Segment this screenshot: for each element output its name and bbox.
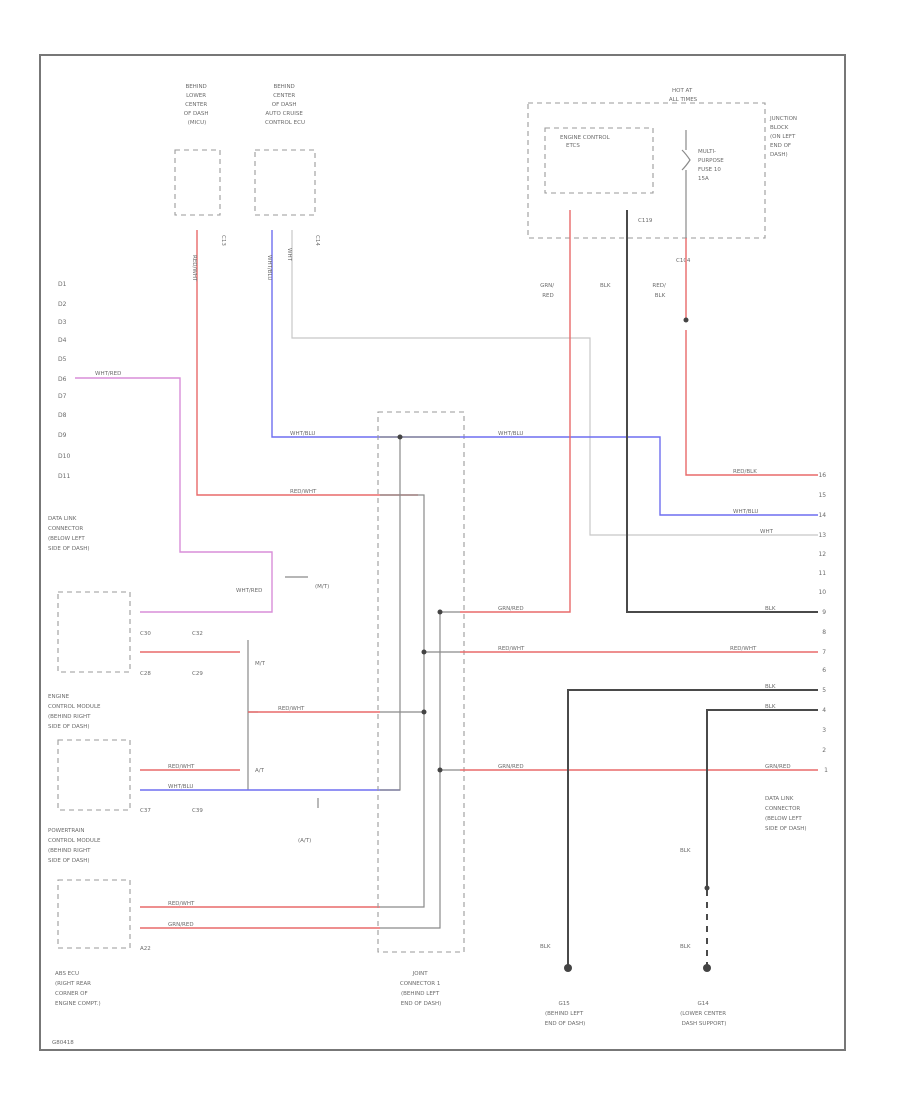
splice-fuse [683,317,689,323]
fuse-symbol [681,130,691,238]
conn-c39-label: C39 [192,808,203,814]
wire-label-wht-blu-pcm: WHT/BLU [168,784,193,790]
relay-box-text: ENGINE CONTROL ETCS [560,135,611,149]
wire-label-grn-red-2: GRN/RED [498,606,524,612]
junction-block-label: JUNCTION BLOCK (ON LEFT END OF DASH) [769,116,799,158]
at-label: A/T [255,768,265,774]
wire-label-red-blk-2: RED/BLK [733,469,757,475]
cruise-ecu-label: BEHIND CENTER OF DASH AUTO CRUISE CONTRO… [265,84,305,126]
ground-g15 [564,964,572,972]
abs-label: ABS ECU (RIGHT REAR CORNER OF ENGINE COM… [55,971,101,1007]
joint-bus-3 [380,651,460,713]
wire-label-grn-red-3: GRN/RED [498,764,524,770]
wire-blk-g15 [567,689,818,968]
joint-bus-2 [380,494,425,908]
wire-label-red-blk-1: RED/ BLK [652,283,667,299]
splice-g14 [704,885,710,891]
conn-c29-label: C29 [192,671,203,677]
wire-label-blk-4: BLK [540,944,551,950]
mt-label: M/T [255,661,266,667]
dlc-left-pins: D1 D2 D3 D4 D5 D6 D7 D8 D9 D10 D11 [58,281,72,480]
wire-wht-blu-right [460,436,818,516]
ecm-label: ENGINE CONTROL MODULE (BEHIND RIGHT SIDE… [48,694,102,730]
wire-label-red-wht-pcm: RED/WHT [168,764,195,770]
conn-c28-label: C28 [140,671,151,677]
wire-label-red-wht-abs: RED/WHT [168,901,195,907]
wire-label-red-wht-2: RED/WHT [290,489,317,495]
wire-blk-g14 [706,709,818,890]
dlc-left-label: DATA LINK CONNECTOR (BELOW LEFT SIDE OF … [48,516,90,552]
conn-c30-label: C30 [140,631,151,637]
wire-blk-fuse [626,210,818,613]
wire-label-wht-blu-4: WHT/BLU [733,509,758,515]
wire-label-blk-6: BLK [680,848,691,854]
ground2-label: G14 (LOWER CENTER DASH SUPPORT) [680,1001,728,1027]
wire-label-wht-right: WHT [760,529,774,535]
splice-3 [421,709,427,715]
conn-c32-label: C32 [192,631,203,637]
splice-1 [397,434,403,440]
dlc-right-label: DATA LINK CONNECTOR (BELOW LEFT SIDE OF … [765,796,807,832]
wire-label-wht-blu-2: WHT/BLU [290,431,315,437]
wire-label-red-wht-1: RED/WHT [191,255,197,282]
wire-label-red-wht-4: RED/WHT [730,646,757,652]
wire-label-blk-3: BLK [765,684,776,690]
wire-label-blk-5: BLK [765,704,776,710]
footer-code: G80418 [52,1040,74,1046]
diagram-frame [39,54,846,1051]
abs-box [57,879,131,949]
splice-4 [437,609,443,615]
micu-label: BEHIND LOWER CENTER OF DASH (MICU) [184,84,211,126]
wire-label-red-wht-ecm: RED/WHT [278,706,305,712]
joint-bus-1 [380,437,401,791]
wire-label-wht-red-1: WHT/RED [95,371,121,377]
wire-label-grn-red-4: GRN/RED [765,764,791,770]
dlc-right-pins: 16 15 14 13 12 11 10 9 8 7 6 5 4 3 2 1 [818,472,828,774]
wire-wht-cruise [291,230,818,536]
hot-at-label: HOT AT ALL TIMES [669,88,698,103]
at-paren-label: (A/T) [298,838,311,844]
wire-label-grn-red-abs: GRN/RED [168,922,194,928]
wire-label-wht-red-2: WHT/RED [236,588,262,594]
splice-2 [421,649,427,655]
conn-c119-label: C119 [638,218,653,224]
ground1-label: G15 (BEHIND LEFT END OF DASH) [545,1001,586,1027]
wire-label-wht-blu-1: WHT/BLU [266,255,272,280]
engine-control-relay-box [544,127,654,194]
wire-label-grn-red-top: GRN/ RED [540,283,556,299]
ecm-box [57,591,131,673]
conn-c13a-label: C13 [220,235,226,246]
wire-label-wht-blu-3: WHT/BLU [498,431,523,437]
joint-connector-box [377,411,465,953]
wire-label-red-wht-3: RED/WHT [498,646,525,652]
micu-box [174,149,221,216]
wire-wht-blu-cruise [271,230,460,438]
wire-grn-red-top [460,210,571,613]
fuse-label: MULTI- PURPOSE FUSE 10 15A [698,149,726,182]
junction-block-box [527,102,766,239]
conn-a22-label: A22 [140,946,151,952]
splice-5 [437,767,443,773]
mt-paren-label: (M/T) [315,584,329,590]
wire-red-blk-fuse [685,238,818,476]
conn-c37-label: C37 [140,808,151,814]
pcm-label: POWERTRAIN CONTROL MODULE (BEHIND RIGHT … [48,828,102,864]
wire-label-blk-2: BLK [765,606,776,612]
joint-label: JOINT CONNECTOR 1 (BEHIND LEFT END OF DA… [400,971,442,1007]
pcm-box [57,739,131,811]
conn-c104-label: C104 [676,258,691,264]
cruise-ecu-box [254,149,316,216]
wire-label-blk-7: BLK [680,944,691,950]
wire-red-wht-micu [196,230,418,496]
wire-label-blk-1: BLK [600,283,611,289]
wire-label-wht-1: WHT [286,248,292,262]
wire-wht-red-dlc [75,377,273,613]
ground-g14 [703,964,711,972]
conn-c14-label: C14 [314,235,320,246]
